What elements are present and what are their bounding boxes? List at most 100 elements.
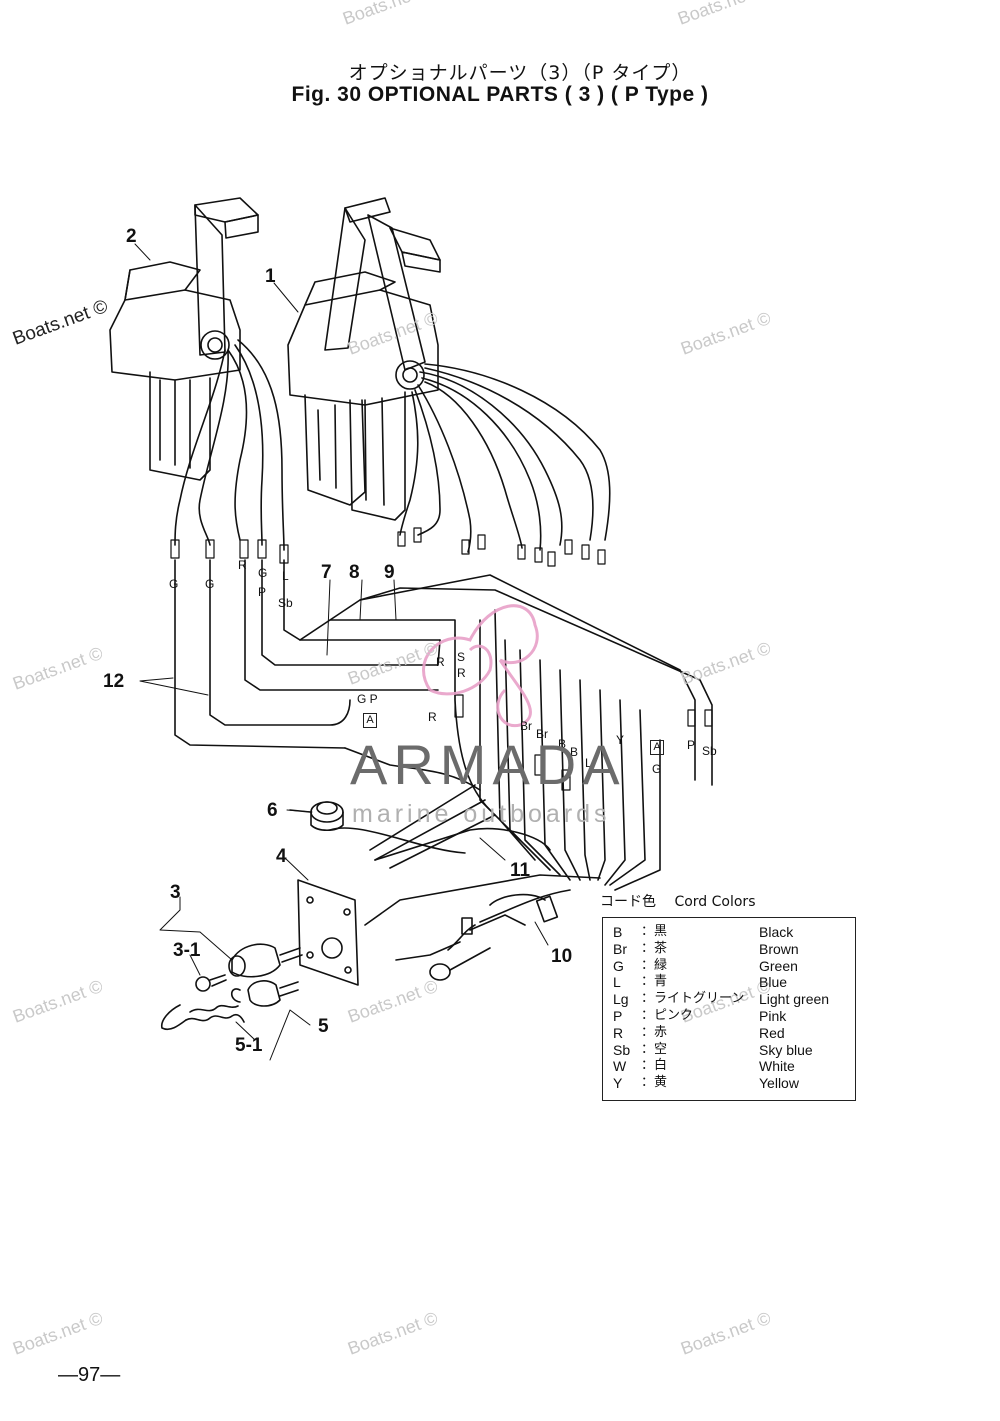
callout-6: 6	[267, 800, 278, 821]
legend-jp: ：ライトグリーン	[641, 991, 745, 1007]
legend-heading-jp: コード色	[600, 894, 656, 910]
legend-jp: ：ピンク	[641, 1007, 694, 1023]
callout-4: 4	[276, 846, 287, 867]
legend-en: Green	[759, 957, 798, 974]
legend-heading-en: Cord Colors	[674, 894, 756, 910]
brand-watermark: ARMADA	[350, 733, 626, 796]
wire-label: P	[258, 585, 267, 599]
wire-label: G	[205, 577, 215, 591]
callout-8: 11	[510, 860, 531, 881]
callout-5: 5	[318, 1016, 329, 1037]
legend-row: Br ：茶 Brown	[613, 941, 829, 958]
wire-label: Sb	[278, 596, 293, 610]
legend-code: R	[613, 1024, 624, 1041]
legend-code: Y	[613, 1075, 623, 1092]
wire-label: Sb	[702, 744, 717, 758]
legend-table: B ：黒 Black Br ：茶 Brown G ：緑 Green L ：青 Blue Lg ：ラ…	[613, 924, 829, 1092]
wire-label: R	[428, 710, 437, 724]
legend-jp: ：黒	[641, 924, 668, 939]
legend-code: B	[613, 924, 623, 940]
wire-label: B	[558, 737, 567, 751]
harness-connector-set	[395, 893, 559, 981]
legend-code: W	[613, 1058, 627, 1075]
wire-label: R	[238, 558, 247, 572]
legend-code: Br	[613, 940, 627, 957]
legend-jp: ：黄	[641, 1075, 668, 1091]
legend-jp: ：白	[641, 1058, 668, 1074]
wire-label: Y	[616, 733, 625, 747]
legend-en: Light green	[759, 991, 830, 1008]
page-title-jp: オプショナルパーツ（3）（P タイプ）	[348, 62, 692, 84]
panel-plate	[297, 879, 359, 986]
legend-code: G	[613, 957, 624, 974]
legend-row: L ：青 Blue	[613, 974, 829, 991]
wire-label: Br	[520, 719, 532, 733]
legend-en: Brown	[759, 940, 799, 957]
legend-row: B ：黒 Black	[613, 924, 829, 941]
callout-3: 3	[170, 882, 181, 903]
wire-label: L	[585, 756, 592, 770]
wire-label: Br	[536, 727, 548, 741]
wire-terminals	[170, 527, 713, 791]
callout-7: 10	[551, 946, 573, 967]
page-number: —97—	[58, 1364, 121, 1386]
wire-label: B	[570, 745, 579, 759]
legend-en: Blue	[759, 974, 788, 991]
wire-label: L	[282, 569, 289, 583]
ignition-key	[195, 974, 227, 992]
brand-logo-mark	[422, 604, 539, 728]
callout-5-1: 5-1	[235, 1035, 263, 1056]
legend-row: Y ：黄 Yellow	[613, 1075, 829, 1092]
callout-3-1: 3-1	[173, 940, 201, 961]
callout-12: 12	[103, 671, 125, 692]
legend-jp: ：赤	[641, 1024, 668, 1040]
callout-2: 2	[126, 226, 137, 247]
legend-en: Sky blue	[759, 1041, 813, 1058]
emergency-stop-switch	[230, 980, 299, 1007]
legend-row: R ：赤 Red	[613, 1025, 829, 1042]
legend-row: W ：白 White	[613, 1058, 829, 1075]
page-title: Fig. 30 OPTIONAL PARTS ( 3 ) ( P Type )	[291, 83, 709, 106]
callout-9: 7	[321, 562, 332, 583]
ignition-switch	[228, 943, 303, 978]
wire-label: S	[457, 650, 466, 664]
callout-1: 1	[265, 266, 276, 287]
wire-label: G	[169, 577, 179, 591]
legend-jp: ：青	[641, 974, 668, 990]
legend-en: Black	[759, 924, 794, 940]
legend-heading: コード色 Cord Colors	[600, 891, 770, 911]
remote-control-dual-lever	[287, 197, 611, 553]
cord-color-legend: B ：黒 Black Br ：茶 Brown G ：緑 Green L ：青 Blue Lg ：ラ…	[602, 917, 856, 1101]
brand-watermark-sub: marine outboards	[352, 800, 611, 828]
legend-row: Sb ：空 Sky blue	[613, 1042, 829, 1059]
leader-lines	[134, 243, 549, 1061]
wire-label: G	[258, 566, 268, 580]
stop-switch-lanyard	[160, 1004, 245, 1031]
legend-row: Lg ：ライトグリーン Light green	[613, 991, 829, 1008]
legend-code: Sb	[613, 1041, 631, 1058]
legend-en: Yellow	[759, 1075, 799, 1092]
wire-label: G P	[357, 692, 378, 706]
legend-jp: ：茶	[641, 940, 668, 956]
legend-row: G ：緑 Green	[613, 958, 829, 975]
wire-label: P	[687, 738, 696, 752]
connector-marker-a: A	[650, 740, 664, 755]
connector-marker-a: A	[363, 713, 377, 728]
wire-label: R	[457, 666, 466, 680]
legend-jp: ：緑	[641, 957, 668, 973]
legend-row: P ：ピンク Pink	[613, 1008, 829, 1025]
remote-control-single-lever	[109, 197, 285, 551]
legend-code: Lg	[613, 991, 629, 1008]
legend-en: White	[759, 1058, 795, 1075]
warning-buzzer	[289, 801, 344, 832]
legend-jp: ：空	[641, 1041, 668, 1057]
callout-10: 8	[349, 562, 360, 583]
legend-code: P	[613, 1007, 623, 1024]
legend-en: Red	[759, 1024, 785, 1041]
wire-label: G	[652, 762, 662, 776]
wire-label: R	[436, 655, 445, 669]
legend-code: L	[613, 974, 621, 991]
legend-en: Pink	[759, 1007, 787, 1024]
callout-11: 9	[384, 562, 395, 583]
